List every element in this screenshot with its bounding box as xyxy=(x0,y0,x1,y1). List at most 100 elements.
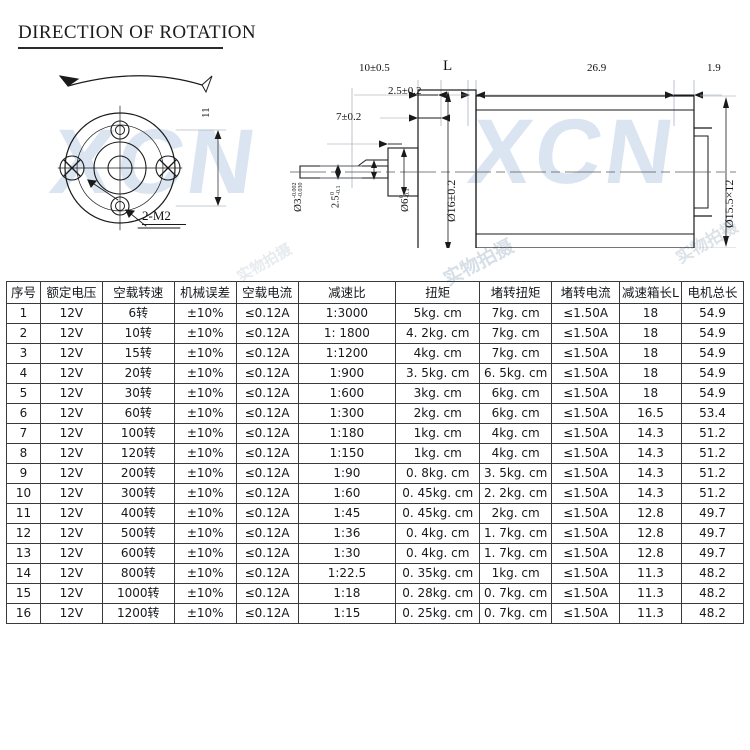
cell-rated-voltage: 12V xyxy=(39,323,103,344)
cell-no-load-current: ≤0.12A xyxy=(235,583,299,604)
cell-stall-torque: 2kg. cm xyxy=(479,503,553,524)
cell-torque: 0. 8kg. cm xyxy=(395,463,481,484)
cell-no-load-speed: 1200转 xyxy=(101,603,175,624)
cell-no-load-current: ≤0.12A xyxy=(235,343,299,364)
cell-no-load-speed: 6转 xyxy=(101,303,175,324)
cell-no-load-current: ≤0.12A xyxy=(235,543,299,564)
cell-rated-voltage: 12V xyxy=(39,483,103,504)
cell-gear-ratio: 1:3000 xyxy=(297,303,397,324)
tol-lower: -0.030 xyxy=(298,182,305,199)
dim-shaft-diameter-tolerance: -0.002-0.030 xyxy=(292,183,304,199)
cell-torque: 1kg. cm xyxy=(395,423,481,444)
cell-torque: 0. 4kg. cm xyxy=(395,543,481,564)
dim-face-height: 11 xyxy=(200,107,212,118)
cell-mech-tolerance: ±10% xyxy=(173,503,237,524)
cell-stall-current: ≤1.50A xyxy=(551,383,621,404)
cell-index: 15 xyxy=(6,583,41,604)
cell-stall-current: ≤1.50A xyxy=(551,523,621,544)
cell-rated-voltage: 12V xyxy=(39,543,103,564)
cell-gearbox-length: 14.3 xyxy=(619,443,682,464)
cell-total-length: 54.9 xyxy=(680,323,745,344)
cell-no-load-current: ≤0.12A xyxy=(235,463,299,484)
cell-rated-voltage: 12V xyxy=(39,423,103,444)
cell-gear-ratio: 1:150 xyxy=(297,443,397,464)
cell-no-load-current: ≤0.12A xyxy=(235,303,299,324)
cell-total-length: 53.4 xyxy=(680,403,745,424)
cell-torque: 4kg. cm xyxy=(395,343,481,364)
tol-lower: -0.1 xyxy=(405,188,412,199)
cell-no-load-speed: 10转 xyxy=(101,323,175,344)
cell-torque: 1kg. cm xyxy=(395,443,481,464)
cell-torque: 0. 45kg. cm xyxy=(395,503,481,524)
tol-upper: 0 xyxy=(330,192,336,195)
cell-stall-torque: 1. 7kg. cm xyxy=(479,523,553,544)
dim-motor-diameter: Ø15.5×12 xyxy=(722,179,736,228)
dim-shaft-flat-tolerance: 0-0.1 xyxy=(330,186,342,196)
cell-stall-torque: 7kg. cm xyxy=(479,343,553,364)
cell-mech-tolerance: ±10% xyxy=(173,523,237,544)
cell-stall-torque: 4kg. cm xyxy=(479,423,553,444)
cell-stall-current: ≤1.50A xyxy=(551,603,621,624)
cell-stall-current: ≤1.50A xyxy=(551,443,621,464)
cell-stall-torque: 3. 5kg. cm xyxy=(479,463,553,484)
dim-tail-length: 1.9 xyxy=(707,62,721,74)
cell-torque: 0. 4kg. cm xyxy=(395,523,481,544)
cell-gear-ratio: 1:900 xyxy=(297,363,397,384)
cell-stall-current: ≤1.50A xyxy=(551,343,621,364)
cell-no-load-current: ≤0.12A xyxy=(235,383,299,404)
cell-rated-voltage: 12V xyxy=(39,523,103,544)
cell-total-length: 51.2 xyxy=(680,463,745,484)
cell-rated-voltage: 12V xyxy=(39,363,103,384)
specification-table: 序号 额定电压 空载转速 机械误差 空载电流 减速比 扭矩 堵转扭矩 堵转电流 … xyxy=(6,281,745,624)
cell-index: 11 xyxy=(6,503,41,524)
cell-gearbox-length: 18 xyxy=(619,323,682,344)
col-rated-voltage: 额定电压 xyxy=(39,281,103,304)
cell-stall-torque: 4kg. cm xyxy=(479,443,553,464)
cell-gearbox-length: 11.3 xyxy=(619,563,682,584)
cell-gear-ratio: 1:180 xyxy=(297,423,397,444)
cell-rated-voltage: 12V xyxy=(39,603,103,624)
motor-side-view xyxy=(290,80,736,248)
cell-total-length: 54.9 xyxy=(680,383,745,404)
cell-gear-ratio: 1:18 xyxy=(297,583,397,604)
cell-no-load-speed: 120转 xyxy=(101,443,175,464)
cell-stall-torque: 0. 7kg. cm xyxy=(479,583,553,604)
cell-gear-ratio: 1:60 xyxy=(297,483,397,504)
col-mech-tolerance: 机械误差 xyxy=(173,281,237,304)
cell-stall-current: ≤1.50A xyxy=(551,323,621,344)
cell-index: 16 xyxy=(6,603,41,624)
cell-index: 7 xyxy=(6,423,41,444)
cell-rated-voltage: 12V xyxy=(39,443,103,464)
cell-mech-tolerance: ±10% xyxy=(173,323,237,344)
cell-stall-torque: 1kg. cm xyxy=(479,563,553,584)
dim-gearbox-diameter: Ø16±0.2 xyxy=(444,179,458,222)
cell-total-length: 48.2 xyxy=(680,563,745,584)
dim-shaft-diameter: Ø3-0.002-0.030 xyxy=(292,183,305,212)
cell-mech-tolerance: ±10% xyxy=(173,483,237,504)
cell-mech-tolerance: ±10% xyxy=(173,303,237,324)
cell-no-load-speed: 600转 xyxy=(101,543,175,564)
cell-stall-torque: 6kg. cm xyxy=(479,403,553,424)
cell-rated-voltage: 12V xyxy=(39,463,103,484)
cell-gearbox-length: 18 xyxy=(619,383,682,404)
dim-callout-2-m2: 2-M2 xyxy=(142,208,171,223)
col-no-load-speed: 空载转速 xyxy=(101,281,175,304)
cell-no-load-speed: 400转 xyxy=(101,503,175,524)
cell-rated-voltage: 12V xyxy=(39,383,103,404)
cell-index: 2 xyxy=(6,323,41,344)
cell-index: 8 xyxy=(6,443,41,464)
cell-stall-torque: 7kg. cm xyxy=(479,323,553,344)
cell-total-length: 54.9 xyxy=(680,303,745,324)
col-index: 序号 xyxy=(6,281,41,304)
cell-no-load-speed: 800转 xyxy=(101,563,175,584)
col-total-length: 电机总长 xyxy=(680,281,745,304)
